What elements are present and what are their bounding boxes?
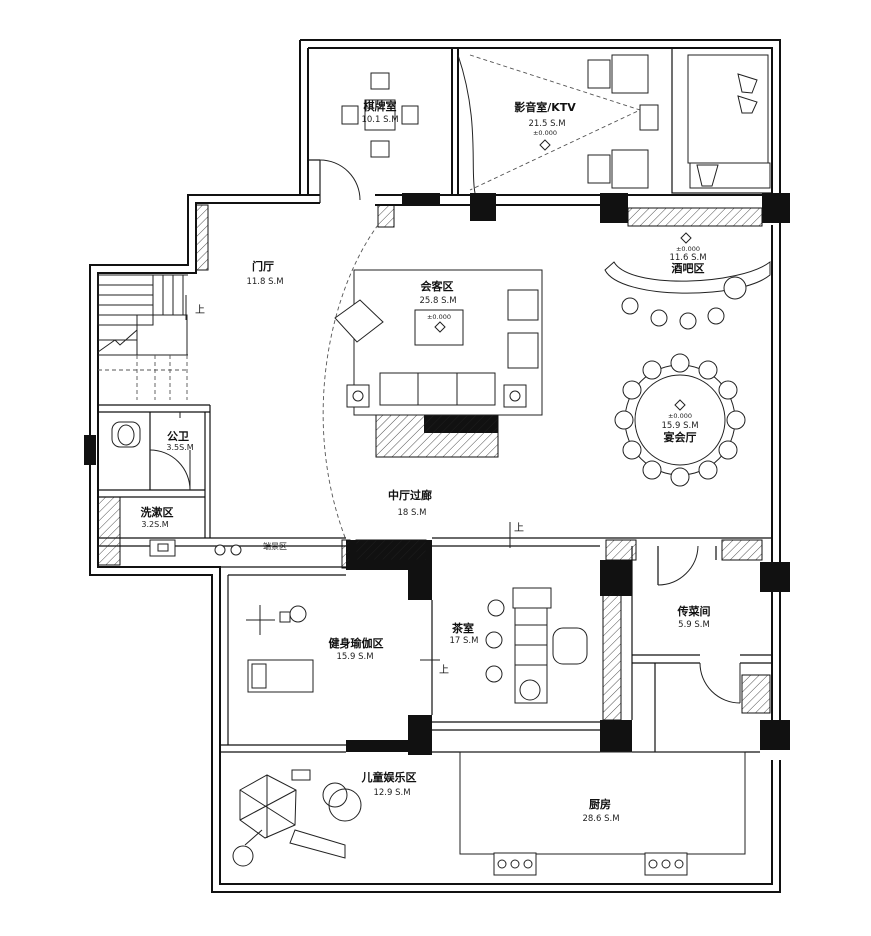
- serving-room-name: 传菜间: [677, 604, 711, 618]
- scenery-name: 端景区: [263, 541, 287, 551]
- kitchen-area: 28.6 S.M: [582, 814, 619, 824]
- bar-elevation: ±0.000: [676, 245, 700, 253]
- stair-up-marker: 上: [195, 304, 205, 316]
- banquet-elevation: ±0.000: [668, 412, 692, 420]
- kids-area-name: 儿童娱乐区: [361, 770, 417, 784]
- wash-area: 3.2S.M: [141, 520, 168, 529]
- step-markers: [420, 522, 511, 661]
- lounge-furniture: [334, 269, 543, 416]
- gym-equipment: [246, 605, 314, 693]
- foyer-area: 11.8 S.M: [246, 277, 283, 287]
- lounge-elevation: ±0.000: [427, 313, 451, 321]
- gym-area: 15.9 S.M: [336, 652, 373, 662]
- wc-name: 公卫: [167, 430, 189, 443]
- ktv-elevation: ±0.000: [533, 129, 557, 137]
- staircase: [97, 274, 188, 400]
- foyer-name: 门厅: [252, 259, 274, 273]
- ktv-room-area: 21.5 S.M: [528, 119, 565, 129]
- bar-area: 11.6 S.M: [669, 253, 706, 263]
- lounge-name: 会客区: [421, 279, 454, 293]
- serving-room-area: 5.9 S.M: [678, 620, 710, 630]
- chess-room-area: 10.1 S.M: [361, 115, 398, 125]
- bar-counter: [604, 260, 771, 330]
- hatched-cabinets: [97, 204, 771, 721]
- kids-play-equipment: [232, 769, 362, 867]
- gym-name: 健身瑜伽区: [329, 636, 384, 650]
- kitchen-name: 厨房: [589, 797, 611, 811]
- chess-room-name: 棋牌室: [363, 99, 397, 113]
- kitchen-counters: [459, 751, 746, 876]
- wash-name: 洗漱区: [141, 505, 174, 519]
- kids-area-size: 12.9 S.M: [373, 788, 410, 798]
- corridor-area: 18 S.M: [398, 508, 427, 518]
- tea-up-marker: 上: [439, 664, 449, 676]
- restroom-fixtures: [111, 412, 242, 557]
- tea-room-area: 17 S.M: [450, 636, 479, 646]
- banquet-round-table: [614, 353, 746, 487]
- door-swings: [149, 54, 741, 704]
- wc-area: 3.5S.M: [166, 443, 193, 452]
- bar-name: 酒吧区: [672, 262, 705, 275]
- tea-room-furniture: [485, 587, 588, 704]
- corridor-up-marker: 上: [514, 522, 524, 534]
- elevation-marks: [434, 139, 692, 411]
- mahjong-table-set: [341, 72, 419, 158]
- tea-room-name: 茶室: [451, 621, 474, 635]
- ktv-room-name: 影音室/KTV: [514, 100, 576, 114]
- banquet-name: 宴会厅: [664, 430, 697, 444]
- lounge-area: 25.8 S.M: [419, 296, 456, 306]
- ktv-furniture: [469, 54, 771, 191]
- banquet-area: 15.9 S.M: [661, 421, 698, 431]
- corridor-name: 中厅过廊: [388, 488, 432, 502]
